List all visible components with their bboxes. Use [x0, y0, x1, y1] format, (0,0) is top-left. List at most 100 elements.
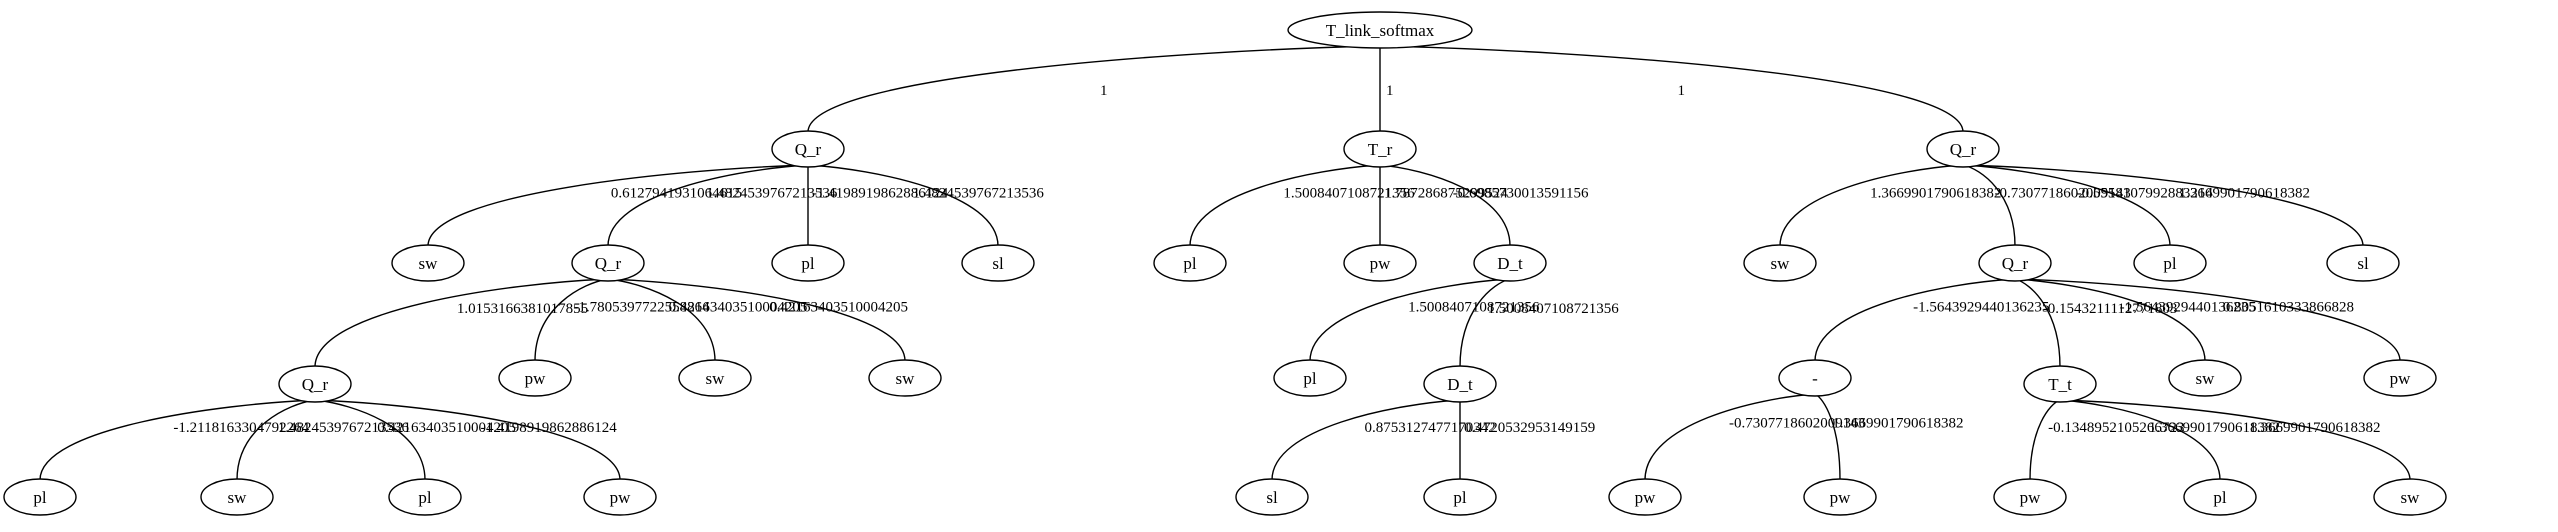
- edge: 1.5008407108721356: [1189, 164, 1415, 247]
- node-label: pl: [2213, 488, 2227, 507]
- edge-weight-label: 1.3669901790618382: [1870, 185, 2001, 201]
- node-label: T_t: [2048, 375, 2072, 394]
- edge: 0.42163403510004205: [607, 278, 807, 362]
- node-ellipse: [2023, 365, 2097, 403]
- tree-node: pl: [2183, 478, 2257, 516]
- node-label: pl: [801, 254, 815, 273]
- edge-line: [1814, 393, 1841, 481]
- tree-node: sl: [2326, 244, 2400, 282]
- edge-weight-label: 1: [1100, 83, 1108, 99]
- node-label: sw: [228, 488, 248, 507]
- edge: -0.1543211112771803: [2014, 278, 2177, 368]
- edge-line: [2059, 399, 2411, 481]
- edge-line: [1962, 164, 2171, 247]
- edge: 1.3669901790618382: [1962, 164, 2364, 247]
- edge: 1.3669901790618382: [2059, 399, 2280, 481]
- edge: -1.2118163304792264: [39, 399, 316, 481]
- node-label: pl: [1183, 254, 1197, 273]
- tree-node: sw: [678, 359, 752, 397]
- edge: 1: [1379, 45, 1394, 132]
- edge: 1.5008407108721356: [1309, 278, 1540, 362]
- edge-line: [314, 399, 426, 481]
- node-label: sl: [1266, 488, 1278, 507]
- edge: 0.8051610333866828: [2014, 278, 2401, 362]
- tree-node: pw: [498, 359, 572, 397]
- node-ellipse: [1153, 244, 1227, 282]
- node-label: pl: [33, 488, 47, 507]
- node-ellipse: [1473, 244, 1547, 282]
- node-ellipse: [388, 478, 462, 516]
- tree-node: sl: [1235, 478, 1309, 516]
- edge-line: [1962, 164, 2016, 247]
- edge-line: [314, 278, 609, 368]
- node-ellipse: [2373, 478, 2447, 516]
- edge-weight-label: 1.5008407108721356: [1283, 185, 1415, 201]
- edge-line: [314, 399, 621, 481]
- edge: -1.4198919862886124: [314, 399, 621, 481]
- edge-weight-label: -0.1348952105266723: [2048, 420, 2184, 436]
- node-label: -: [1812, 369, 1818, 388]
- edge: -1.5643929440136235: [2014, 278, 2256, 362]
- edge-line: [2014, 278, 2061, 368]
- node-label: pw: [2390, 369, 2412, 388]
- edge-weight-label: 1.787286875299524: [1384, 185, 1508, 201]
- node-ellipse: [868, 359, 942, 397]
- tree-node: pl: [1423, 478, 1497, 516]
- edge-weight-label: 1: [1678, 83, 1686, 99]
- edge-weight-label: -0.6985730013591156: [1453, 185, 1589, 201]
- tree-node: pl: [1153, 244, 1227, 282]
- edge: -1.4198919862886124: [807, 164, 949, 246]
- node-label: pw: [1830, 488, 1852, 507]
- tree-node: sl: [961, 244, 1035, 282]
- node-label: sw: [1771, 254, 1791, 273]
- node-label: sl: [992, 254, 1004, 273]
- edge: 0.6127941931064615: [427, 164, 809, 247]
- tree-node: sw: [2168, 359, 2242, 397]
- edge: -0.6985730013591156: [1379, 164, 1589, 247]
- edge-weight-label: -1.7805397722558864: [573, 300, 710, 316]
- tree-node: pw: [1608, 478, 1682, 516]
- tree-node: sw: [200, 478, 274, 516]
- node-ellipse: [1978, 244, 2052, 282]
- edge-line: [2014, 278, 2206, 362]
- node-ellipse: [1423, 365, 1497, 403]
- tree-node: Q_r: [1978, 244, 2052, 282]
- tree-node: T_t: [2023, 365, 2097, 403]
- node-ellipse: [1273, 359, 1347, 397]
- node-label: T_r: [1368, 140, 1393, 159]
- edge-line: [1459, 278, 1511, 368]
- edge-line: [607, 164, 809, 247]
- tree-node: sw: [868, 359, 942, 397]
- tree-node: sw: [391, 244, 465, 282]
- node-label: pw: [1370, 254, 1392, 273]
- node-ellipse: [1608, 478, 1682, 516]
- edge-weight-label: 0.8051610333866828: [2223, 300, 2354, 316]
- tree-node: D_t: [1473, 244, 1547, 282]
- edge-weight-label: 1.3669901790618382: [1832, 415, 1963, 431]
- edge-line: [427, 164, 809, 247]
- tree-node: -: [1778, 359, 1852, 397]
- edge-weight-label: 1.3669901790618382: [2179, 185, 2310, 201]
- tree-node: sw: [2373, 478, 2447, 516]
- node-label: sw: [706, 369, 726, 388]
- edge-weight-label: 0.6127941931064615: [611, 185, 742, 201]
- node-ellipse: [961, 244, 1035, 282]
- node-ellipse: [1343, 244, 1417, 282]
- node-ellipse: [1423, 478, 1497, 516]
- edge: 0.4720532953149159: [1459, 400, 1595, 480]
- edge-weight-label: 0.4720532953149159: [1464, 420, 1595, 436]
- edge: 0.8753127477170342: [1271, 399, 1496, 481]
- node-label: sw: [419, 254, 439, 273]
- node-label: sl: [2357, 254, 2369, 273]
- tree-node: pl: [3, 478, 77, 516]
- edge: 1.0153166381017855: [314, 278, 609, 368]
- edge-line: [807, 45, 1381, 133]
- node-ellipse: [1743, 244, 1817, 282]
- node-ellipse: [2133, 244, 2207, 282]
- node-ellipse: [678, 359, 752, 397]
- edge: 1: [807, 45, 1381, 133]
- node-label: sw: [2401, 488, 2421, 507]
- node-ellipse: [771, 130, 845, 168]
- node-label: Q_r: [2002, 254, 2029, 273]
